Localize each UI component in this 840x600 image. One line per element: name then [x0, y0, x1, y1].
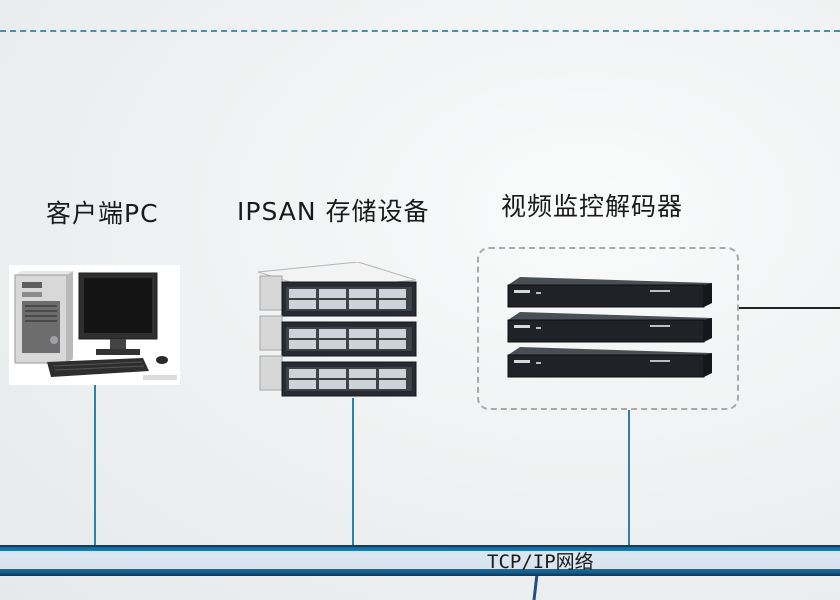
decoder-group-frame	[477, 247, 739, 410]
video-decoder-label: 视频监控解码器	[501, 192, 684, 221]
ipsan-storage-label: IPSAN 存储设备	[237, 197, 430, 226]
tcpip-network-label: TCP/IP网络	[487, 551, 594, 573]
downlink-line	[532, 573, 539, 600]
storage-array-icon	[258, 262, 418, 402]
desktop-computer-icon	[9, 265, 180, 385]
decoder-rack-icon	[500, 275, 720, 390]
client-pc-label: 客户端PC	[46, 199, 159, 228]
top-dashed-divider	[0, 30, 840, 32]
